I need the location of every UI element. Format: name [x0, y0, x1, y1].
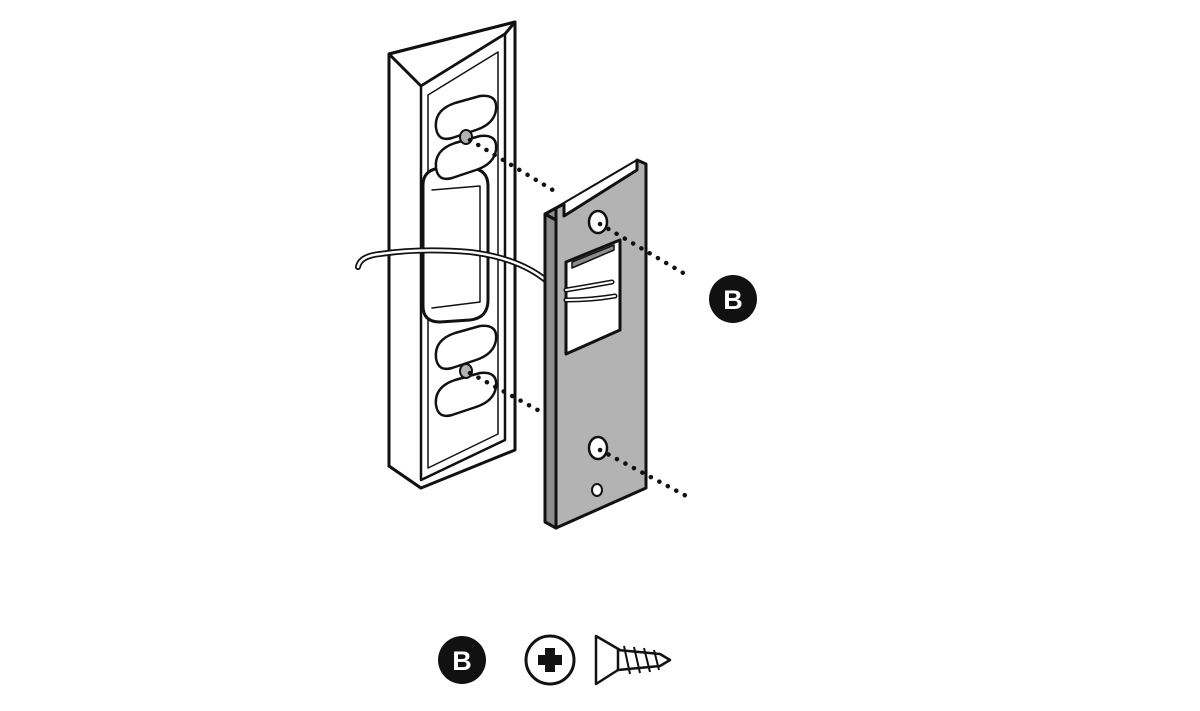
callout-b: B — [709, 275, 757, 323]
dotted-guide-icon — [467, 137, 693, 501]
wire-icon — [563, 279, 618, 303]
callout-b-label: B — [723, 285, 743, 315]
legend-label: B — [452, 646, 472, 676]
phillips-screwdriver-icon — [524, 634, 576, 686]
wedge-bracket-icon — [387, 20, 517, 490]
mounting-plate-icon — [543, 158, 648, 530]
legend: B — [438, 634, 672, 686]
wood-screw-icon — [594, 634, 672, 686]
legend-callout-b: B — [438, 636, 486, 684]
